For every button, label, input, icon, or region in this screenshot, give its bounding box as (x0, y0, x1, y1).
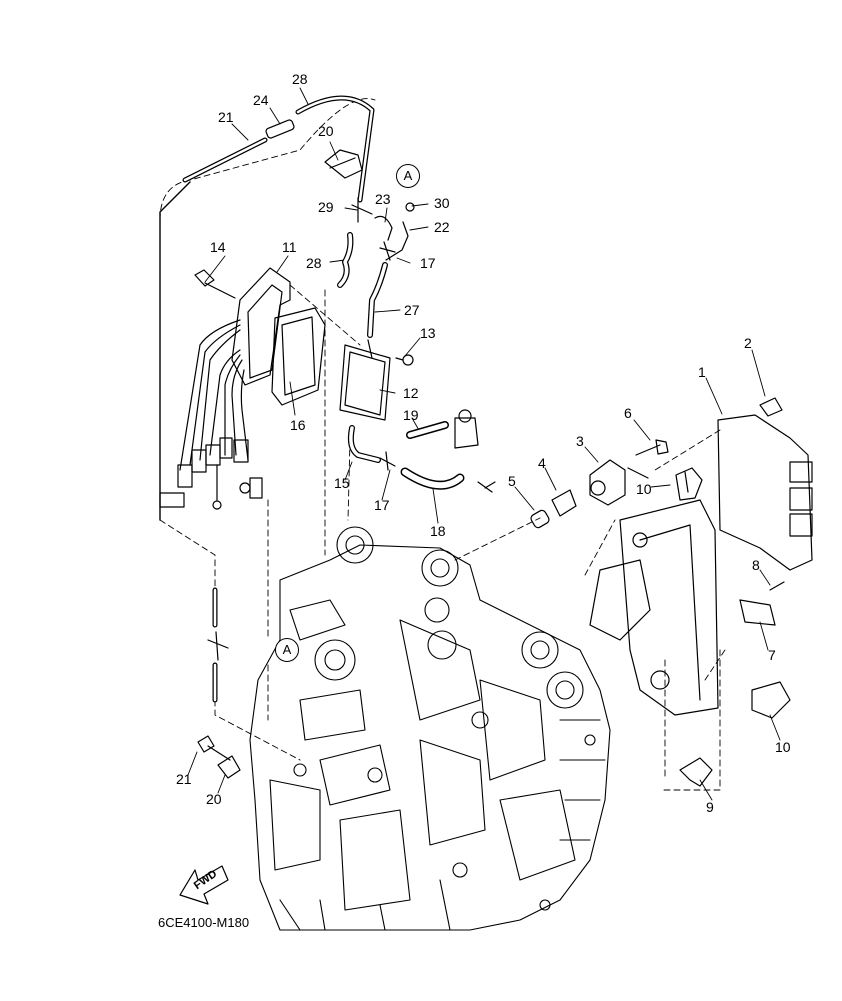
diagram-code: 6CE4100-M180 (158, 915, 250, 930)
callout-23: 21 (218, 109, 234, 125)
bolt-21-clip-20 (197, 735, 241, 779)
callout-25: 27 (404, 302, 420, 318)
callout-16: 15 (334, 475, 350, 491)
callout-6: 6 (624, 405, 632, 421)
fwd-arrow-icon (179, 865, 229, 905)
callout-10-top: 10 (636, 481, 652, 497)
assembly-guide-lines (159, 98, 726, 791)
callout-21: 21 (176, 771, 192, 787)
mount-parts (530, 459, 649, 529)
lower-hose (207, 587, 229, 703)
fuel-hose-top (159, 95, 375, 521)
callout-24: 22 (434, 219, 450, 235)
engine-block (249, 526, 611, 931)
callout-9: 9 (706, 799, 714, 815)
callout-28: 28 (292, 71, 308, 87)
callout-30: 30 (434, 195, 450, 211)
callout-14: 13 (420, 325, 436, 341)
callout-17-top: 17 (420, 255, 436, 271)
small-fittings (324, 149, 415, 338)
callout-11: 11 (282, 239, 297, 255)
callout-26: 24 (253, 92, 269, 108)
mounting-bracket (589, 499, 791, 787)
callout-7: 7 (768, 647, 776, 663)
callout-13: 16 (290, 417, 306, 433)
callout-1: 1 (698, 364, 706, 380)
callout-8: 8 (752, 557, 760, 573)
callout-22: 20 (318, 123, 334, 139)
reference-mark-a-top: A (396, 164, 420, 188)
callout-12: 12 (403, 385, 419, 401)
callout-2: 2 (744, 335, 752, 351)
bolts-and-clips (635, 397, 783, 501)
callout-20: 20 (206, 791, 222, 807)
callout-10-bottom: 10 (775, 739, 791, 755)
reference-mark-a-bottom: A (275, 638, 299, 662)
callout-4: 4 (538, 455, 546, 471)
callout-19: 19 (403, 407, 419, 423)
fuel-filter-hoses (347, 409, 496, 493)
cover-assembly (159, 267, 414, 510)
callout-29: 29 (318, 199, 334, 215)
callout-28b: 28 (306, 255, 322, 271)
callout-5: 5 (508, 473, 516, 489)
callout-17-bottom: 17 (374, 497, 390, 513)
callout-27: 23 (375, 191, 391, 207)
callout-18: 18 (430, 523, 446, 539)
callout-3: 3 (576, 433, 584, 449)
ecm-unit (717, 414, 813, 571)
callout-15: 14 (210, 239, 226, 255)
callout-leader-lines (187, 87, 781, 801)
